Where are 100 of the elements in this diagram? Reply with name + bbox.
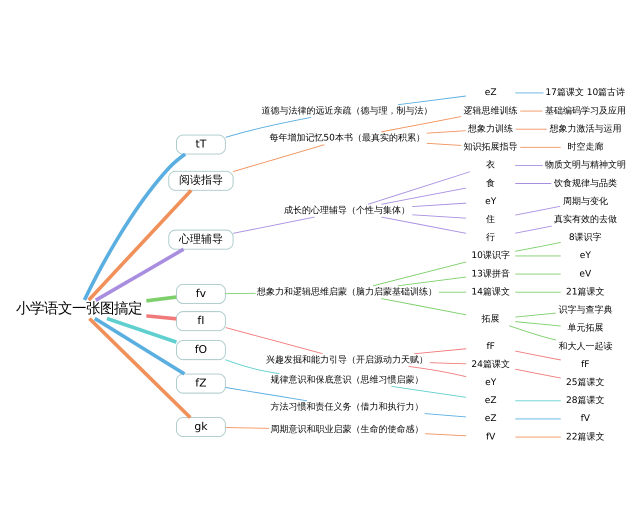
node-text: eY — [580, 251, 591, 262]
node-text: 13课拼音 — [471, 269, 510, 280]
node-text: 行 — [486, 233, 496, 244]
node-text: 逻辑思维训练 — [464, 106, 518, 116]
node-text: eZ — [484, 88, 497, 98]
connector — [398, 96, 466, 106]
node-text: 住 — [486, 214, 496, 225]
connector — [426, 130, 466, 134]
connector — [514, 368, 562, 379]
node-text: 饮食规律与品类 — [554, 178, 617, 189]
connector — [87, 189, 192, 302]
connector — [372, 262, 467, 286]
connector — [514, 418, 562, 420]
connector — [412, 214, 467, 219]
node-text: 时空走廊 — [567, 142, 604, 153]
node-text: 每年增加记忆50本书（最真实的积累） — [269, 134, 425, 144]
node-text: 想象力训练 — [468, 124, 514, 134]
connector — [225, 427, 270, 429]
node-text: 17篇课文 10篇古诗 — [545, 88, 626, 98]
node-text: 25篇课文 — [566, 378, 605, 388]
connector — [94, 248, 184, 302]
node-text: eY — [485, 378, 496, 388]
node-box: gk — [176, 417, 226, 438]
node-box: 心理辅导 — [168, 230, 234, 250]
node-text: 想象力激活与运用 — [549, 124, 622, 134]
connector — [514, 183, 552, 184]
connector — [380, 116, 462, 132]
node-text: 24篇课文 — [471, 360, 510, 370]
node-text: 小学语文一张图搞定 — [16, 300, 142, 317]
node-text: fV — [486, 432, 496, 442]
node-text: 食 — [486, 178, 496, 189]
node-text: 道德与法律的远近亲疏（德与理，制与法） — [262, 106, 433, 116]
connector — [82, 152, 186, 301]
node-box: 阅读指导 — [168, 170, 234, 191]
node-text: fF — [581, 360, 590, 370]
connector — [390, 386, 467, 398]
connector — [514, 206, 561, 216]
node-box: fI — [176, 311, 226, 332]
connector — [380, 188, 467, 205]
node-text: 28篇课文 — [566, 396, 605, 406]
connector — [514, 92, 544, 94]
node-text: eZ — [484, 414, 497, 424]
node-text: 基础编码学习及应用 — [544, 106, 626, 116]
node-text: 拓展 — [482, 314, 500, 325]
connector — [514, 226, 552, 234]
connector — [424, 413, 466, 418]
connector — [514, 400, 562, 402]
node-text: 规律意识和保底意识（思维习惯启蒙） — [270, 375, 424, 386]
node-text: 方法习惯和责任义务（借力和执行力） — [270, 402, 424, 412]
node-text: eV — [579, 269, 592, 280]
connector — [232, 216, 315, 234]
node-box: tT — [176, 134, 226, 155]
node-box: fZ — [176, 374, 226, 394]
connector — [398, 276, 466, 286]
connector — [146, 295, 177, 303]
connector — [520, 146, 562, 148]
connector — [426, 142, 462, 146]
connector — [414, 348, 467, 354]
connector — [514, 292, 562, 293]
connector — [380, 216, 467, 234]
node-text: 兴趣发掘和能力引导（开启源动力天赋） — [266, 355, 428, 366]
node-text: fV — [580, 414, 590, 424]
connector — [514, 242, 562, 252]
connector — [225, 117, 312, 138]
node-text: 8课识字 — [568, 233, 602, 244]
node-text: 和大人一起读 — [558, 342, 612, 352]
connector — [514, 164, 544, 166]
node-text: 10课识字 — [471, 251, 510, 262]
node-text: 想象力和逻辑思维启蒙（脑力启蒙基础训练） — [257, 287, 438, 298]
node-text: 周期与变化 — [562, 196, 608, 207]
node-text: 物质文明与精神文明 — [544, 160, 626, 171]
connector — [368, 171, 470, 205]
node-text: fF — [486, 342, 495, 352]
node-text: eY — [485, 196, 496, 207]
connector — [106, 316, 178, 344]
connector — [380, 298, 467, 316]
node-text: 识字与查字典 — [558, 306, 612, 316]
connector — [408, 366, 467, 378]
node-text: eZ — [484, 396, 497, 406]
connector — [225, 387, 308, 402]
node-text: 21篇课文 — [566, 287, 605, 298]
node-box: fv — [176, 284, 226, 304]
connector — [225, 292, 256, 294]
connector — [515, 128, 548, 130]
connector — [514, 312, 556, 318]
node-text: 单元拓展 — [567, 324, 604, 334]
connector — [232, 144, 325, 172]
connector — [514, 321, 562, 327]
node-text: 知识拓展指导 — [464, 142, 518, 153]
connector — [88, 317, 192, 419]
node-text: 衣 — [486, 160, 496, 171]
node-text: 周期意识和职业启蒙（生命的使命感） — [270, 425, 424, 436]
connector — [508, 325, 557, 341]
connector — [424, 433, 467, 436]
connector — [225, 327, 324, 354]
connector — [429, 362, 467, 364]
connector — [224, 359, 280, 374]
connector — [412, 202, 467, 208]
node-text: 22篇课文 — [566, 432, 605, 442]
node-text: 成长的心理辅导（个性与集体） — [284, 206, 410, 216]
